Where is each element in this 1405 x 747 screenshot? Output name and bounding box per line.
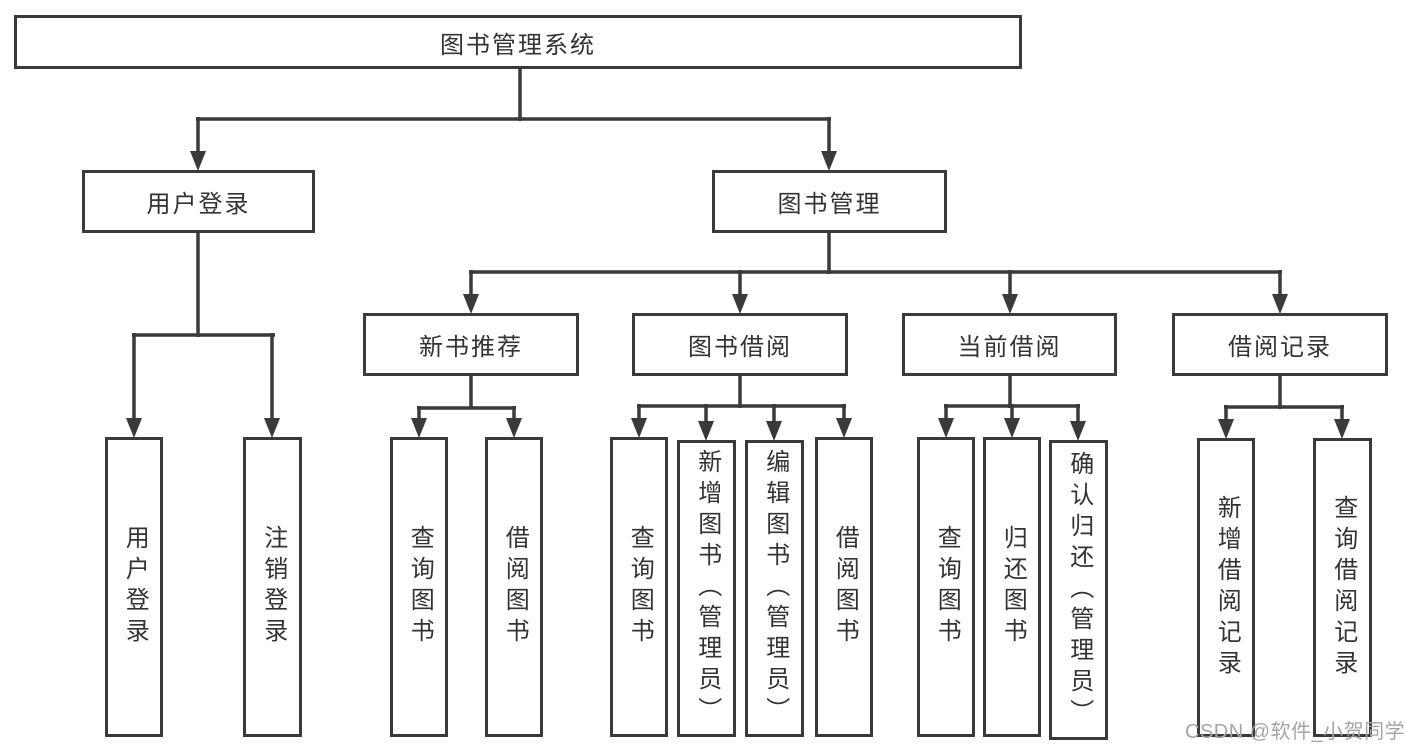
leaf-confirm-return-admin: 确认归还（管理员） — [1049, 440, 1108, 740]
connector-book-mgmt — [469, 232, 1282, 296]
leaf-edit-book-admin: 编辑图书（管理员） — [745, 440, 804, 737]
leaf-query-book-borrow: 查询图书 — [610, 437, 668, 737]
new-book-recommend-node-label: 新书推荐 — [419, 334, 523, 361]
current-borrow-node-label: 当前借阅 — [957, 334, 1062, 361]
borrow-record-node-label: 借阅记录 — [1228, 334, 1332, 361]
user-login-node-label: 用户登录 — [146, 191, 251, 218]
leaf-user-login: 用户登录 — [105, 437, 163, 737]
watermark: CSDN @软件_小贺同学 — [1185, 721, 1405, 743]
book-management-node-label: 图书管理 — [777, 191, 882, 218]
leaf-logout-label: 注销登录 — [259, 525, 287, 649]
new-book-recommend-node: 新书推荐 — [363, 313, 579, 376]
leaf-borrow-book-newbook: 借阅图书 — [485, 437, 543, 737]
leaf-query-borrow-record: 查询借阅记录 — [1313, 438, 1372, 737]
connector-root — [196, 66, 831, 153]
connector-new-book — [417, 375, 516, 420]
connector-user-login — [132, 232, 275, 420]
leaf-user-login-label: 用户登录 — [121, 525, 149, 649]
leaf-return-book: 归还图书 — [983, 437, 1041, 737]
leaf-query-borrow-record-label: 查询借阅记录 — [1329, 494, 1357, 681]
leaf-query-book-current: 查询图书 — [917, 437, 975, 737]
root-node-label: 图书管理系统 — [440, 31, 596, 59]
root-node: 图书管理系统 — [14, 15, 1022, 69]
leaf-add-book-admin-label: 新增图书（管理员） — [693, 449, 721, 728]
book-borrow-node: 图书借阅 — [632, 313, 848, 376]
leaf-edit-book-admin-label: 编辑图书（管理员） — [761, 449, 789, 728]
leaf-query-book-newbook-label: 查询图书 — [406, 525, 434, 649]
leaf-query-book-newbook: 查询图书 — [390, 437, 448, 737]
arrowheads — [126, 151, 1350, 441]
leaf-borrow-book-newbook-label: 借阅图书 — [501, 525, 529, 649]
connector-borrow-record — [1224, 375, 1344, 421]
leaf-borrow-book-label: 借阅图书 — [831, 525, 859, 649]
book-management-node: 图书管理 — [712, 170, 947, 233]
leaf-query-book-borrow-label: 查询图书 — [626, 525, 654, 649]
connector-book-borrow — [637, 375, 846, 423]
leaf-logout: 注销登录 — [243, 437, 302, 737]
leaf-return-book-label: 归还图书 — [999, 525, 1027, 649]
current-borrow-node: 当前借阅 — [902, 313, 1117, 376]
book-borrow-node-label: 图书借阅 — [688, 334, 792, 361]
leaf-add-borrow-record-label: 新增借阅记录 — [1213, 494, 1241, 681]
leaf-query-book-current-label: 查询图书 — [933, 525, 961, 649]
connector-current-borrow — [944, 375, 1080, 423]
leaf-confirm-return-admin-label: 确认归还（管理员） — [1065, 450, 1093, 730]
leaf-add-book-admin: 新增图书（管理员） — [677, 440, 736, 737]
borrow-record-node: 借阅记录 — [1172, 313, 1388, 376]
leaf-add-borrow-record: 新增借阅记录 — [1197, 438, 1255, 737]
user-login-node: 用户登录 — [82, 170, 315, 233]
leaf-borrow-book: 借阅图书 — [815, 437, 873, 737]
